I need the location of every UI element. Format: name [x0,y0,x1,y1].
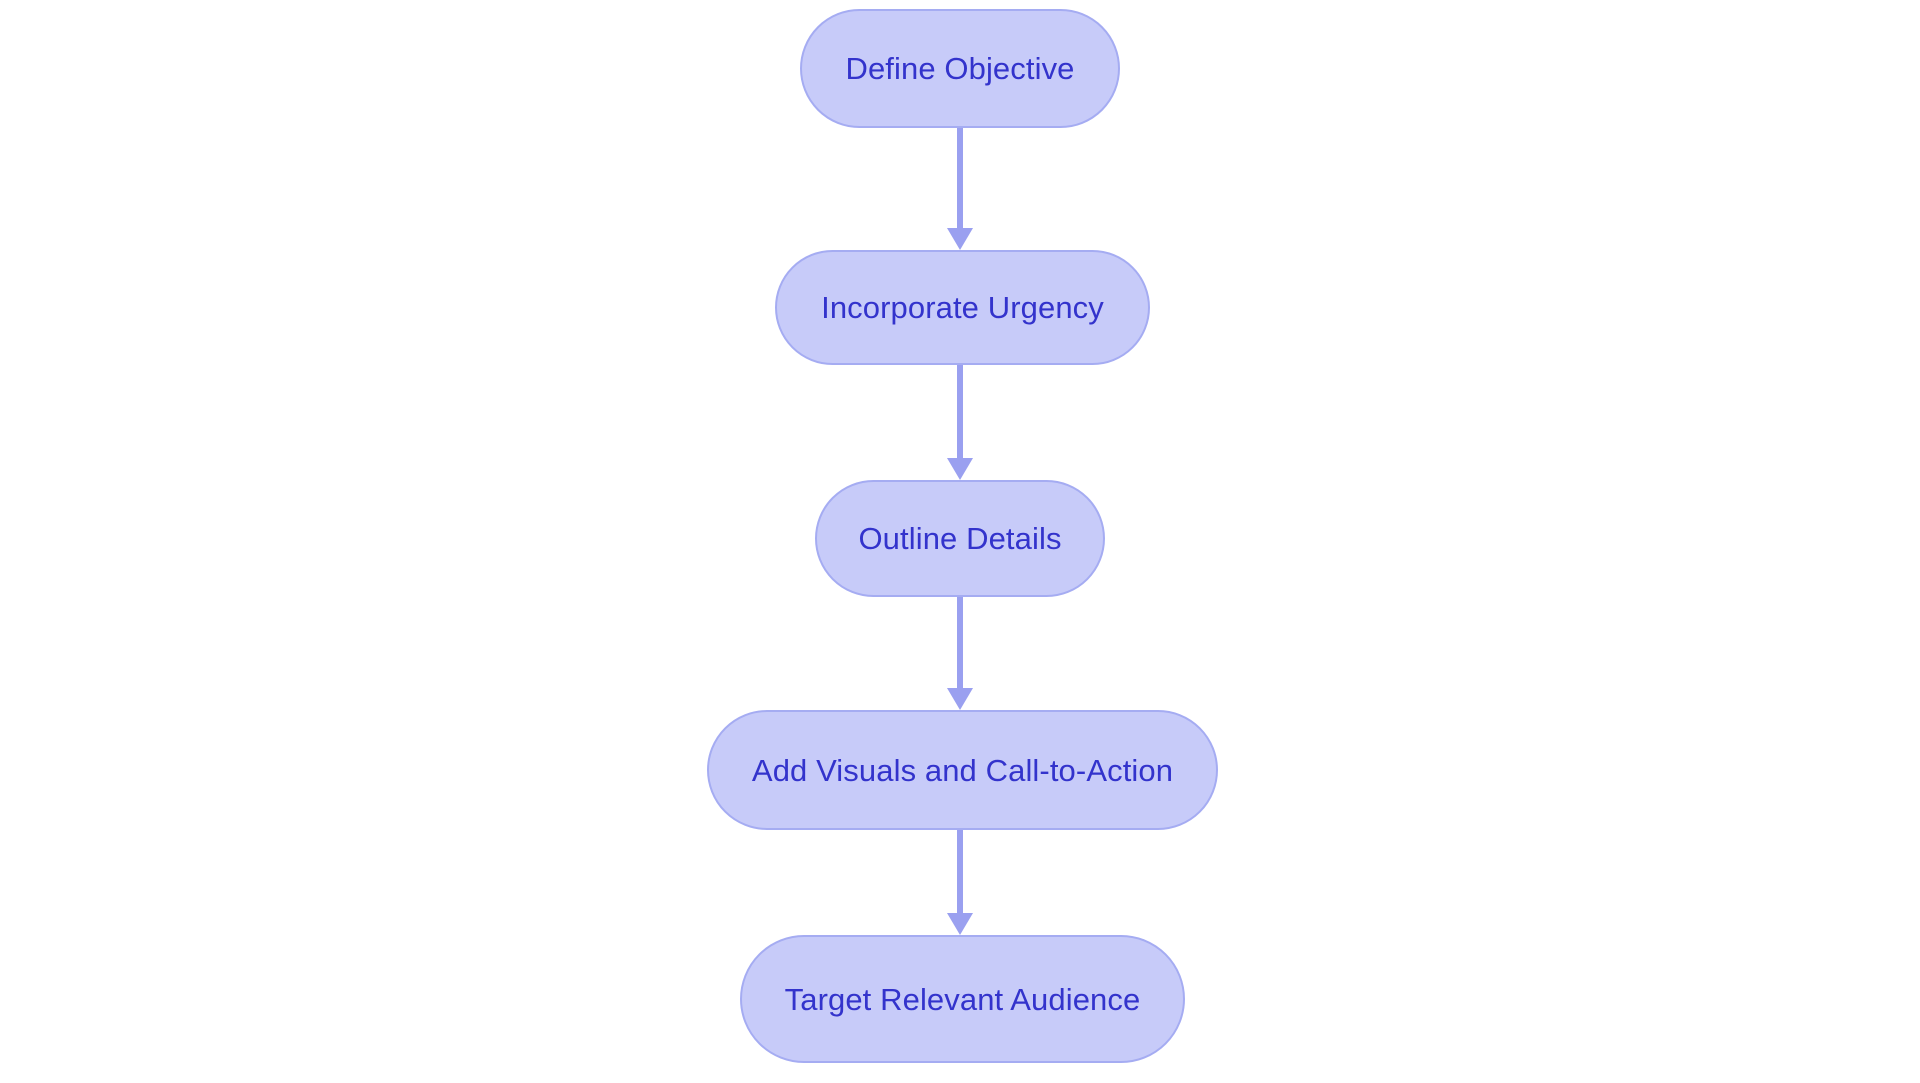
arrowhead-down-icon [947,458,973,480]
connector-line [957,597,963,688]
flow-node-target-relevant-audience[interactable]: Target Relevant Audience [740,935,1185,1063]
flow-node-incorporate-urgency[interactable]: Incorporate Urgency [775,250,1150,365]
flow-node-label: Add Visuals and Call-to-Action [751,752,1174,788]
flow-node-define-objective[interactable]: Define Objective [800,9,1120,128]
flow-node-label: Outline Details [858,521,1062,556]
flow-node-add-visuals-and-call-to-action[interactable]: Add Visuals and Call-to-Action [707,710,1218,830]
arrowhead-down-icon [947,913,973,935]
connector-line [957,830,963,913]
flow-connector-incorporate-urgency-to-outline-details [944,365,976,480]
connector-line [957,128,963,228]
arrowhead-down-icon [947,688,973,710]
flow-node-label: Define Objective [845,51,1075,86]
flow-node-label: Incorporate Urgency [821,290,1104,325]
connector-line [957,365,963,458]
flow-connector-add-visuals-and-call-to-action-to-target-relevant-audience [944,830,976,935]
flow-connector-outline-details-to-add-visuals-and-call-to-action [944,597,976,710]
arrowhead-down-icon [947,228,973,250]
flow-node-label: Target Relevant Audience [784,981,1141,1017]
flow-node-outline-details[interactable]: Outline Details [815,480,1105,597]
flow-connector-define-objective-to-incorporate-urgency [944,128,976,250]
